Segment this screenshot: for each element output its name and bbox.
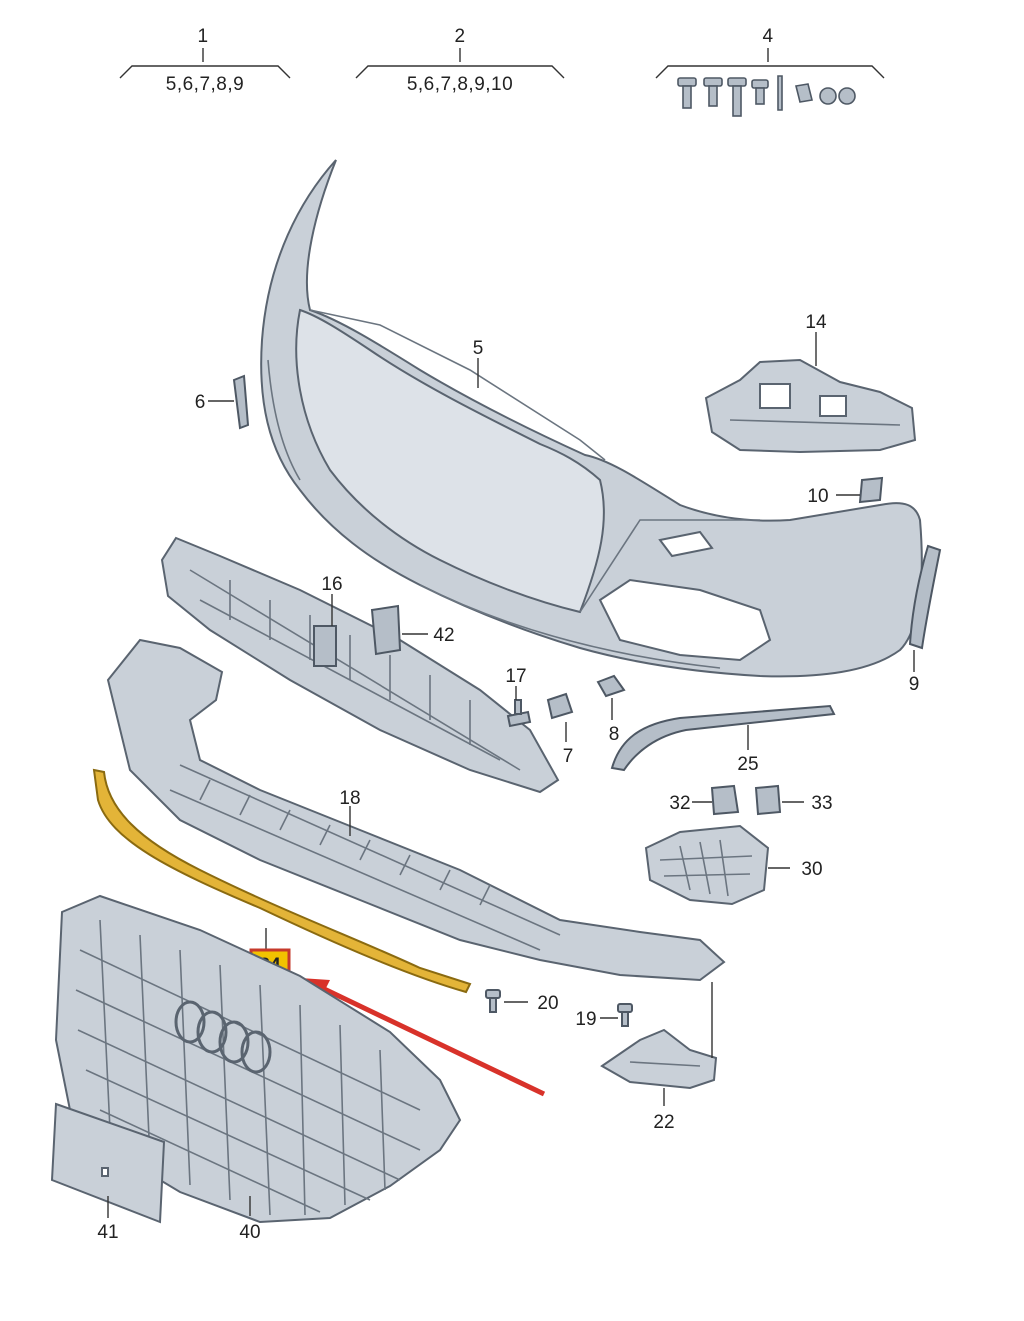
screw-part-19 — [617, 1003, 633, 1027]
label-14: 14 — [805, 312, 827, 333]
label-22: 22 — [653, 1112, 674, 1133]
group-header-1: 1 5,6,7,8,9 — [119, 26, 291, 95]
bracket-part-6 — [232, 374, 250, 430]
fog-grille-part-30 — [644, 824, 770, 906]
tow-hook-cover-part-7 — [546, 692, 574, 720]
group-items-2: 5,6,7,8,9,10 — [407, 74, 513, 95]
label-19: 19 — [575, 1009, 596, 1030]
license-plate-holder-part-41 — [50, 1102, 166, 1224]
fasteners-icon — [677, 75, 856, 117]
bracket-part-14 — [704, 358, 917, 454]
label-40: 40 — [239, 1222, 260, 1243]
label-18: 18 — [339, 788, 360, 809]
label-10: 10 — [807, 486, 828, 507]
label-6: 6 — [195, 392, 206, 413]
group-header-4: 4 — [655, 26, 885, 117]
screw-part-20 — [485, 989, 501, 1013]
label-16: 16 — [321, 574, 342, 595]
label-33: 33 — [811, 793, 832, 814]
group-number-4: 4 — [762, 26, 773, 47]
label-41: 41 — [97, 1222, 118, 1243]
label-32: 32 — [669, 793, 690, 814]
clip-part-32 — [710, 784, 740, 816]
group-items-1: 5,6,7,8,9 — [166, 74, 244, 95]
clip-part-33 — [754, 784, 782, 816]
trim-strip-part-25 — [610, 704, 836, 772]
group-number-1: 1 — [197, 26, 208, 47]
label-42: 42 — [433, 625, 454, 646]
sensor-bracket-part-42 — [370, 604, 402, 656]
trim-strip-part-24 — [92, 768, 472, 994]
label-9: 9 — [909, 674, 920, 695]
group-number-2: 2 — [454, 26, 465, 47]
label-7: 7 — [563, 746, 574, 767]
lower-spoiler-part-18 — [106, 638, 726, 982]
label-25: 25 — [737, 754, 758, 775]
cap-part-8 — [596, 674, 626, 698]
bracket-part-22 — [600, 1028, 718, 1090]
screw-part-17 — [506, 699, 532, 728]
label-30: 30 — [801, 859, 822, 880]
side-trim-part-9 — [908, 544, 942, 650]
grille-frame-part-16 — [160, 536, 560, 794]
rings-logo-icon — [174, 1000, 272, 1074]
clip-part-10 — [858, 476, 884, 504]
group-header-2: 2 5,6,7,8,9,10 — [355, 26, 565, 95]
label-5: 5 — [473, 338, 484, 359]
label-8: 8 — [609, 724, 620, 745]
label-20: 20 — [537, 993, 558, 1014]
label-17: 17 — [505, 666, 526, 687]
bumper-cover-part-5 — [260, 159, 923, 678]
